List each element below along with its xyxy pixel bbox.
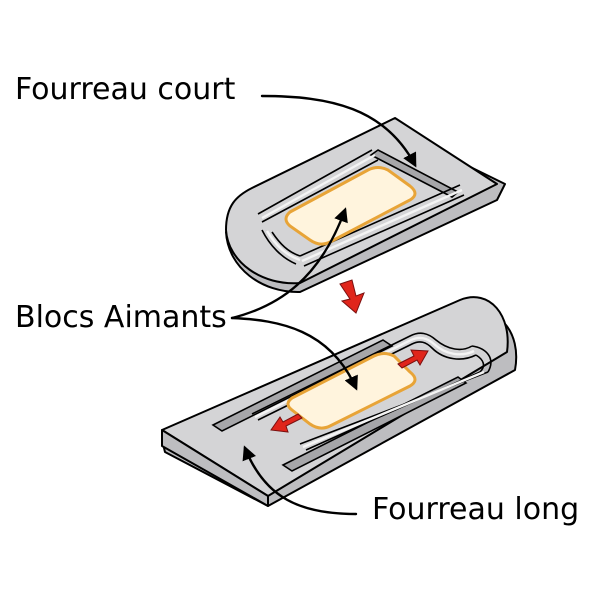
label-long-sleeve: Fourreau long — [372, 492, 579, 527]
leader-magnet-upper — [230, 207, 348, 320]
insertion-arrow — [339, 279, 365, 314]
long-sleeve-magnet-block — [286, 352, 417, 430]
label-magnet-blocks: Blocs Aimants — [15, 300, 227, 335]
leader-short-sleeve — [260, 94, 417, 168]
leader-magnet-lower — [230, 316, 358, 391]
short-sleeve — [225, 117, 506, 294]
short-sleeve-magnet-block — [284, 166, 417, 246]
long-sleeve-slot — [211, 332, 492, 472]
slide-arrow-left — [270, 413, 303, 433]
label-short-sleeve: Fourreau court — [15, 72, 236, 107]
slide-arrow-right — [397, 349, 429, 369]
long-sleeve-fold — [161, 429, 269, 507]
leader-lines — [230, 94, 417, 516]
leader-long-sleeve — [242, 445, 358, 516]
short-sleeve-slot — [257, 149, 465, 267]
